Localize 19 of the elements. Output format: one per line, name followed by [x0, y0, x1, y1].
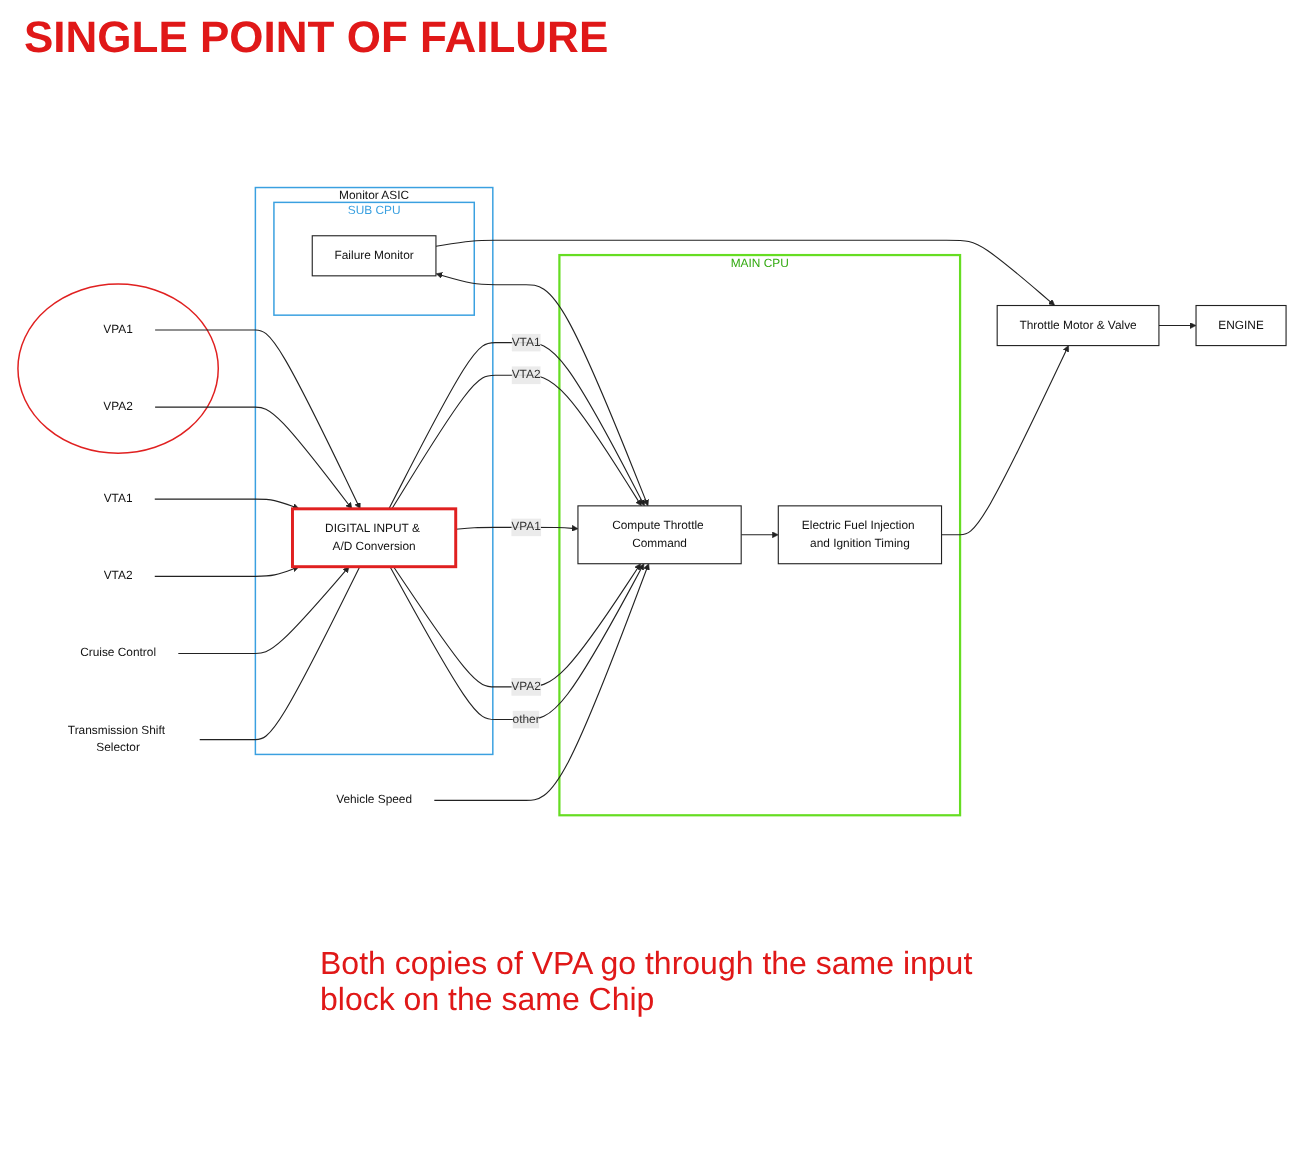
- arrow: [154, 329, 361, 510]
- arrow: [154, 565, 300, 577]
- arrow: [435, 239, 1055, 306]
- arrow: [154, 498, 300, 510]
- note-text: Both copies of VPA go through the same input block on the same Chip: [320, 948, 975, 1020]
- arrow: [154, 406, 353, 510]
- arrow: [388, 342, 645, 510]
- arrow: [435, 272, 649, 507]
- arrow: [1158, 322, 1197, 329]
- arrow: [392, 563, 641, 688]
- arrow: [391, 374, 642, 510]
- connector: [199, 566, 361, 741]
- cluster: [17, 283, 219, 454]
- arrow: [740, 531, 779, 539]
- arrow: [177, 566, 350, 655]
- arrow: [940, 345, 1069, 536]
- arrow: [433, 563, 650, 801]
- diagram-title: SINGLE POINT OF FAILURE: [24, 12, 611, 64]
- arrow: [389, 563, 645, 721]
